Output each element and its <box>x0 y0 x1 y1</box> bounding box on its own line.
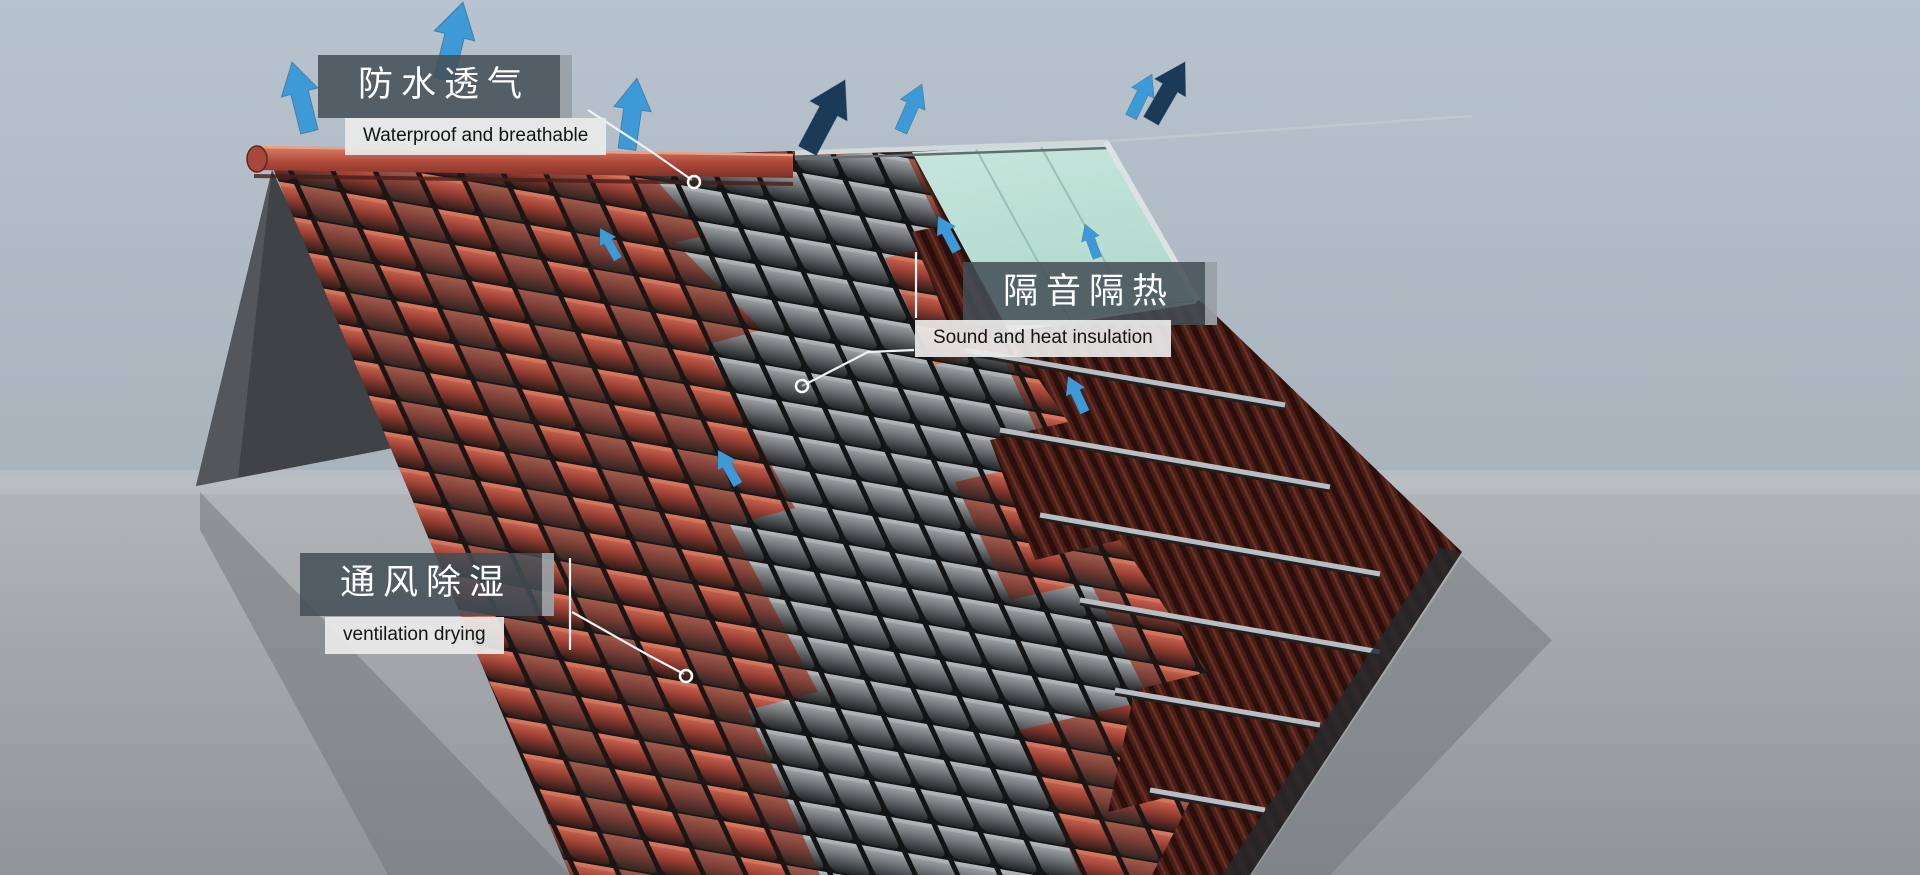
label-insulation-zh: 隔音隔热 <box>963 262 1218 325</box>
eave-fascia <box>1222 548 1462 875</box>
gable-end-lit-face <box>196 170 272 486</box>
label-waterproof-zh: 防水透气 <box>318 55 573 118</box>
label-insulation-en: Sound and heat insulation <box>915 320 1171 357</box>
ridge-rails <box>794 114 1473 304</box>
leader-line-ventilation <box>571 611 685 675</box>
shadow-right <box>1252 556 1552 875</box>
leader-line-waterproof <box>587 109 693 181</box>
leader-line-insulation <box>801 348 915 387</box>
anchor-point-insulation <box>794 378 810 394</box>
gray-tiles-region <box>640 152 1150 875</box>
label-ventilation-en: ventilation drying <box>325 617 504 654</box>
callout-anchors <box>678 174 810 684</box>
anchor-point-ventilation <box>678 668 694 684</box>
shadow-left <box>200 492 570 875</box>
gable-end <box>196 170 404 486</box>
label-ventilation-zh: 通风除湿 <box>300 553 555 616</box>
label-waterproof-en: Waterproof and breathable <box>345 118 607 155</box>
batten-rails <box>964 347 1381 816</box>
anchor-point-waterproof <box>686 174 702 190</box>
callout-lines <box>568 109 918 675</box>
